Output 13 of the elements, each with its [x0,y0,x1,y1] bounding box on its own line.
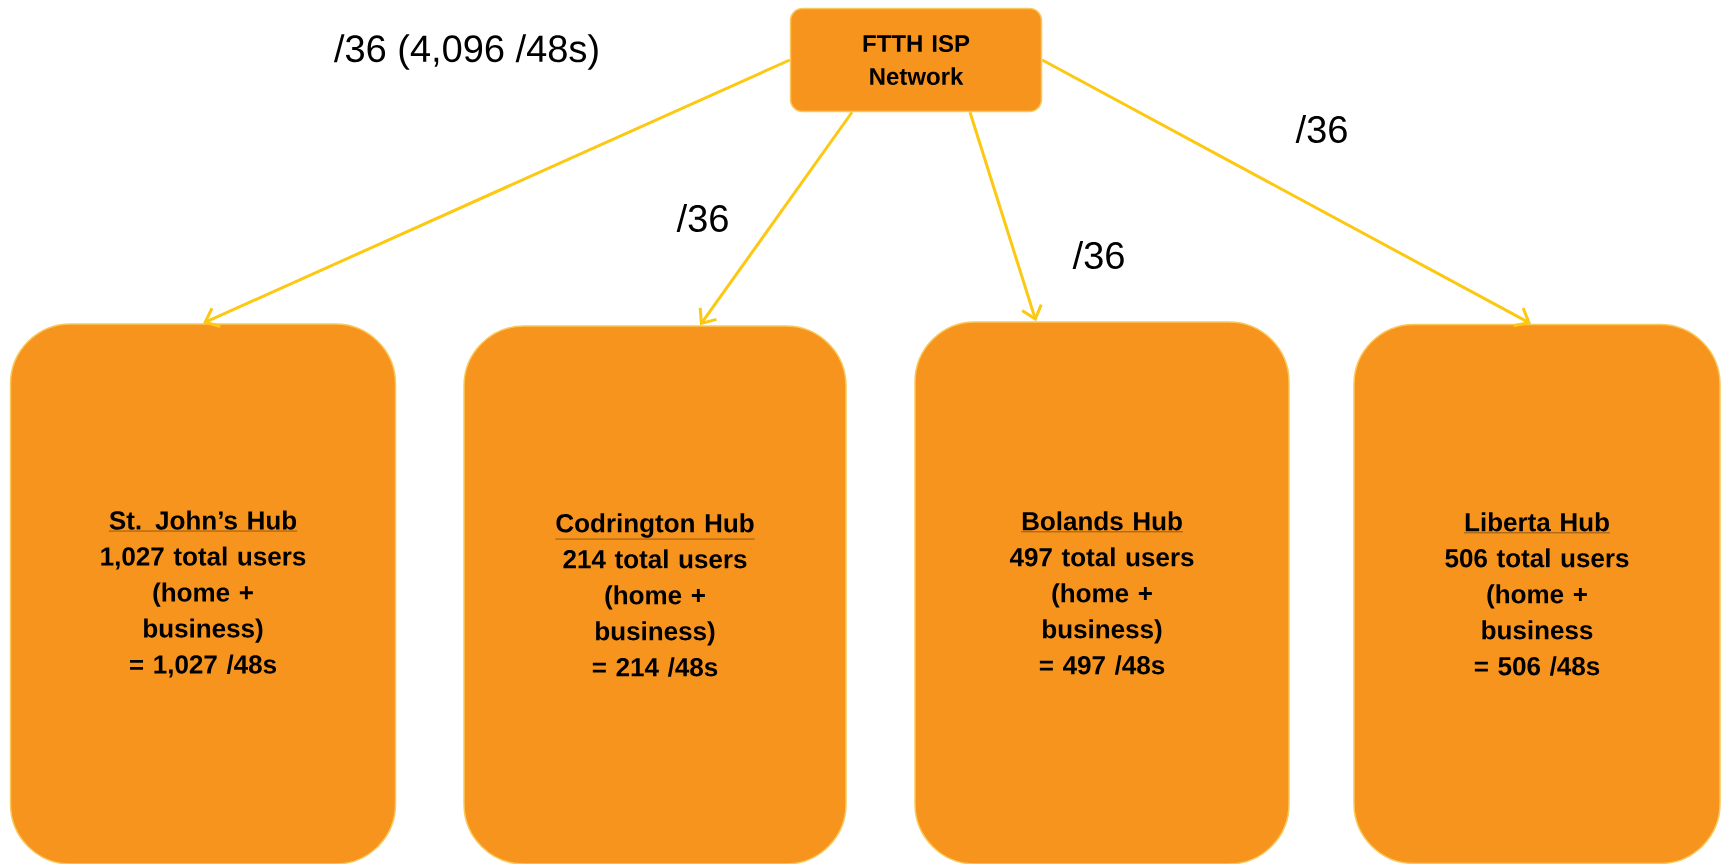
edge-label: /36 [674,202,732,234]
arrow [698,111,854,326]
hub-box: Codrington Hub 214 total users (home + business) = 214 /48s [463,325,847,864]
arrow [203,58,791,328]
edge-label: /36 [1293,113,1351,145]
arrow [968,111,1043,322]
hub-box: Liberta Hub 506 total users (home + business = 506 /48s [1353,323,1721,864]
network-box: FTTH ISP Network [789,7,1043,113]
arrow [1041,58,1531,328]
hub-box: Bolands Hub 497 total users (home + business) = 497 /48s [914,321,1290,864]
allocation-label: /36 (4,096 /48s) [333,34,598,70]
edge-label: /36 [1070,239,1128,271]
hub-box: St. John’s Hub 1,027 total users (home + business) = 1,027 /48s [9,323,397,864]
